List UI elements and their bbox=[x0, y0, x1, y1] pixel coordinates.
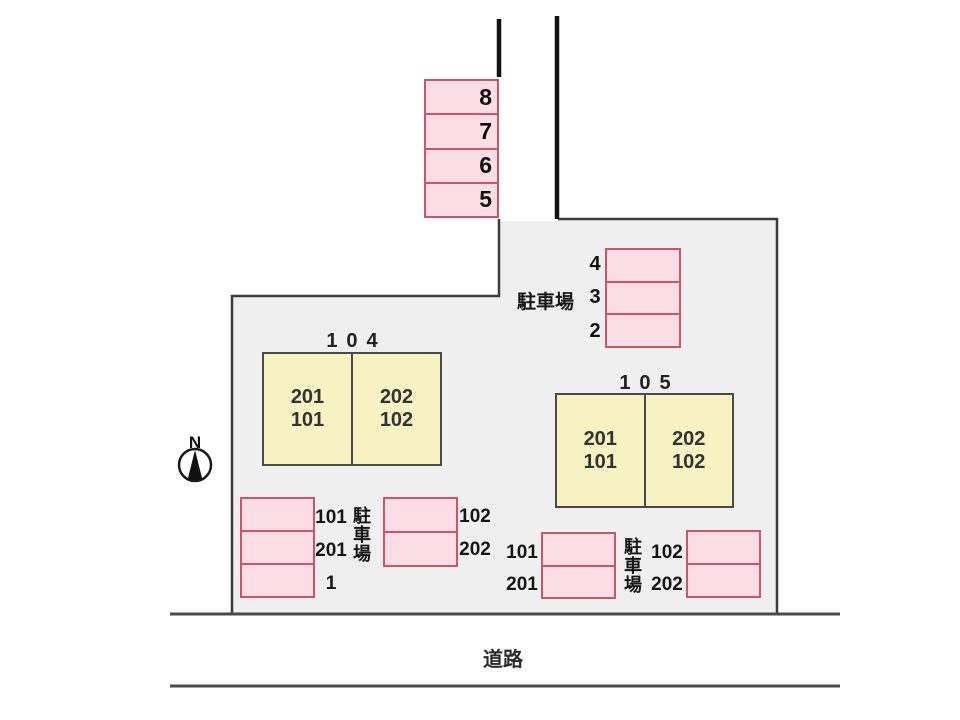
north-parking-stalls bbox=[605, 248, 681, 348]
unit-upper-number: 201 bbox=[583, 427, 617, 450]
stall-label-1: 1 bbox=[325, 573, 337, 594]
parking-stall-8: 8 bbox=[479, 83, 492, 110]
southwest-parking-title: 駐車場 bbox=[351, 506, 371, 563]
building-105: 201 101 202 102 bbox=[555, 393, 734, 508]
southeast-parking-stalls-right bbox=[686, 530, 761, 598]
southeast-parking-title: 駐車場 bbox=[622, 537, 642, 594]
stall-label-102: 102 bbox=[459, 506, 491, 527]
stall-label-102: 102 bbox=[651, 542, 683, 563]
unit-upper-number: 202 bbox=[379, 386, 414, 408]
parking-stall bbox=[242, 499, 313, 530]
unit-lower-number: 101 bbox=[583, 450, 617, 473]
parking-stall-6: 6 bbox=[426, 147, 497, 182]
lot-boundary-left bbox=[230, 219, 501, 613]
parking-stall-label-2: 2 bbox=[589, 319, 601, 342]
building-104: 201 101 202 102 bbox=[262, 352, 442, 466]
parking-stall-label-3: 3 bbox=[589, 286, 601, 309]
stall-label-201: 201 bbox=[315, 540, 347, 561]
parking-stall-label-4: 4 bbox=[589, 253, 601, 276]
building-105-name: 105 bbox=[619, 372, 680, 394]
parking-stall bbox=[607, 280, 679, 314]
parking-stall bbox=[242, 563, 313, 596]
building-104-name: 104 bbox=[326, 330, 387, 352]
parking-stall bbox=[607, 250, 679, 281]
north-parking-stall-numbers: 4 3 2 bbox=[585, 248, 605, 348]
stall-label-101: 101 bbox=[315, 507, 347, 528]
parking-stall-7: 7 bbox=[426, 113, 497, 147]
southeast-parking-stalls-left bbox=[541, 532, 616, 599]
building-104-unit-left: 201 101 bbox=[264, 354, 351, 464]
unit-lower-number: 102 bbox=[379, 409, 414, 431]
stall-label-101: 101 bbox=[506, 542, 538, 563]
road-label: 道路 bbox=[483, 649, 523, 671]
parking-stall bbox=[543, 534, 614, 565]
parking-stall-5: 5 bbox=[426, 181, 497, 216]
parking-stall bbox=[543, 564, 614, 598]
southwest-parking-stalls-left bbox=[240, 497, 315, 598]
compass-needle-icon bbox=[187, 450, 203, 480]
parking-stall bbox=[385, 531, 456, 565]
lot-boundary-right bbox=[558, 217, 779, 613]
unit-upper-number: 201 bbox=[290, 386, 325, 408]
stall-label-202: 202 bbox=[459, 539, 491, 560]
building-105-unit-right: 202 102 bbox=[643, 395, 733, 506]
parking-stall bbox=[688, 532, 759, 563]
building-105-unit-left: 201 101 bbox=[557, 395, 644, 506]
north-parking-title: 駐車場 bbox=[517, 292, 575, 313]
unit-lower-number: 101 bbox=[290, 409, 325, 431]
parking-stall bbox=[607, 313, 679, 346]
compass: N bbox=[177, 433, 213, 483]
southwest-parking-stalls-right bbox=[383, 497, 458, 567]
parking-stall bbox=[242, 530, 313, 563]
unit-upper-number: 202 bbox=[672, 427, 706, 450]
driveway-parking-stalls: 8 7 6 5 bbox=[424, 79, 499, 218]
parking-stall bbox=[688, 563, 759, 596]
stall-label-201: 201 bbox=[506, 574, 538, 595]
building-104-unit-right: 202 102 bbox=[351, 354, 440, 464]
parking-stall bbox=[385, 499, 456, 531]
compass-north-label: N bbox=[189, 433, 201, 452]
unit-lower-number: 102 bbox=[672, 450, 706, 473]
stall-label-202: 202 bbox=[651, 574, 683, 595]
